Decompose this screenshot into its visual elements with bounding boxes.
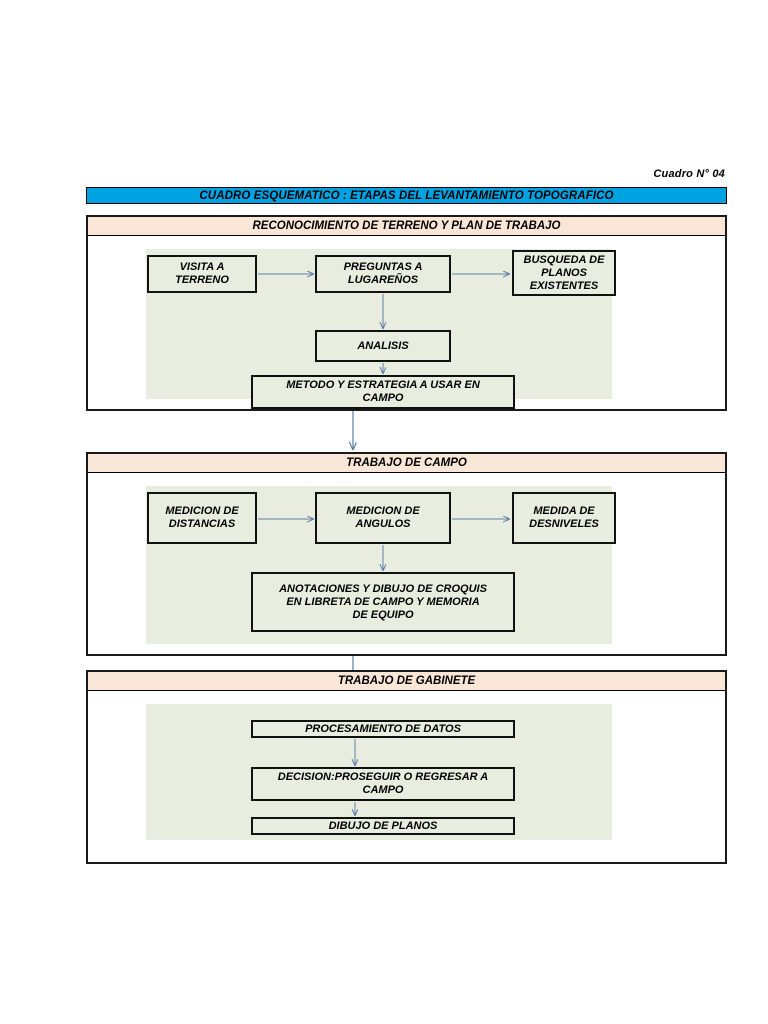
section-header-trabajo-de-gabinete: TRABAJO DE GABINETE	[88, 672, 725, 691]
section-header-label: RECONOCIMIENTO DE TERRENO Y PLAN DE TRAB…	[252, 220, 561, 232]
box-label: DIBUJO DE PLANOS	[328, 819, 438, 832]
section-header-label: TRABAJO DE CAMPO	[346, 457, 467, 469]
box-dibujo-de-planos[interactable]: DIBUJO DE PLANOS	[251, 817, 515, 835]
box-label: ANALISIS	[357, 339, 409, 352]
box-analisis[interactable]: ANALISIS	[315, 330, 451, 362]
section-header-label: TRABAJO DE GABINETE	[337, 675, 476, 687]
section-trabajo-de-gabinete: TRABAJO DE GABINETE PROCESAMIENTO DE DAT…	[86, 670, 727, 864]
section-reconocimiento: RECONOCIMIENTO DE TERRENO Y PLAN DE TRAB…	[86, 215, 727, 411]
banner-bar: CUADRO ESQUEMATICO : ETAPAS DEL LEVANTAM…	[86, 187, 727, 204]
box-label: PROCESAMIENTO DE DATOS	[305, 722, 461, 735]
connector-section1-to-section2	[86, 411, 727, 453]
banner-title: CUADRO ESQUEMATICO : ETAPAS DEL LEVANTAM…	[199, 189, 614, 202]
section-header-trabajo-de-campo: TRABAJO DE CAMPO	[88, 454, 725, 473]
page-title: Cuadro N° 04	[653, 168, 725, 180]
box-procesamiento-de-datos[interactable]: PROCESAMIENTO DE DATOS	[251, 720, 515, 738]
section-header-reconocimiento: RECONOCIMIENTO DE TERRENO Y PLAN DE TRAB…	[88, 217, 725, 236]
